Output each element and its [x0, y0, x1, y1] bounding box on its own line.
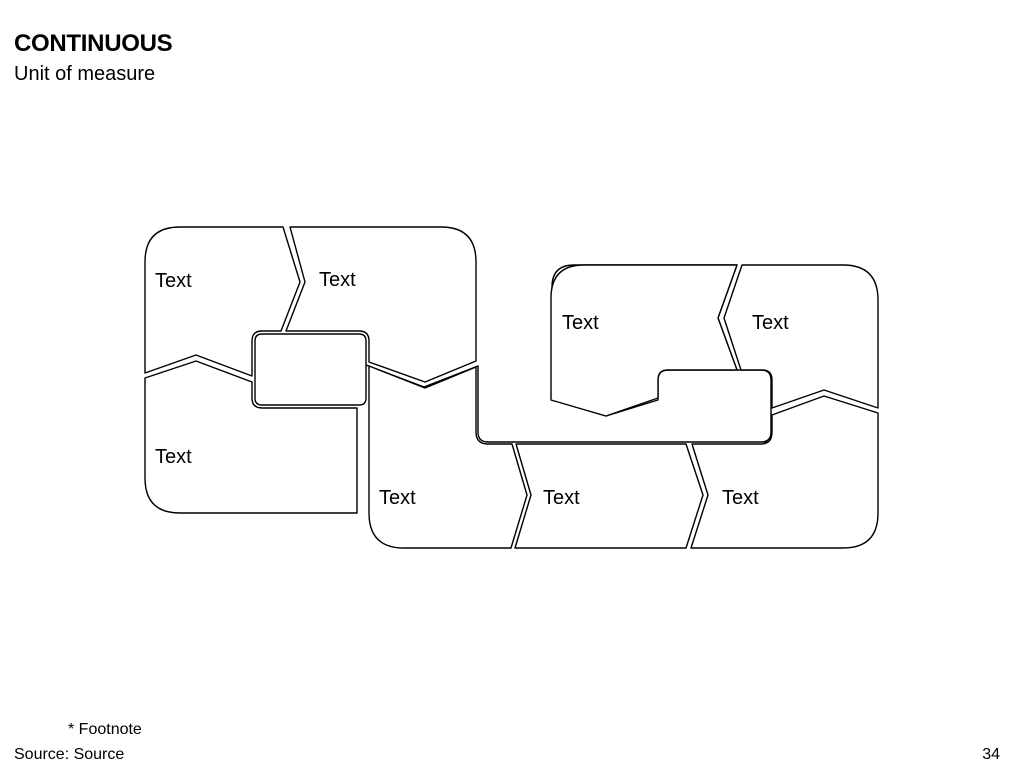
footnote: * Footnote — [68, 721, 142, 738]
puzzle-piece-top-left — [144, 226, 301, 377]
page-title: CONTINUOUS — [14, 30, 173, 57]
piece-label: Text — [562, 312, 599, 334]
page-number: 34 — [982, 746, 1000, 763]
puzzle-piece-top-right — [285, 226, 477, 383]
puzzle-piece-bottom-center — [514, 443, 704, 549]
piece-label: Text — [722, 487, 759, 509]
puzzle-piece-bottom-right — [690, 395, 879, 549]
piece-label: Text — [379, 487, 416, 509]
piece-label: Text — [155, 270, 192, 292]
piece-label: Text — [752, 312, 789, 334]
source-note: Source: Source — [14, 746, 125, 763]
piece-label: Text — [543, 487, 580, 509]
piece-label: Text — [155, 446, 192, 468]
puzzle-piece-bottom-middle — [368, 365, 528, 549]
puzzle-piece-bottom-left — [144, 360, 358, 514]
piece-label: Text — [319, 269, 356, 291]
puzzle-piece-right-top-right — [723, 264, 879, 409]
puzzle-piece-right-top-left — [550, 264, 738, 417]
page-subtitle: Unit of measure — [14, 63, 156, 85]
